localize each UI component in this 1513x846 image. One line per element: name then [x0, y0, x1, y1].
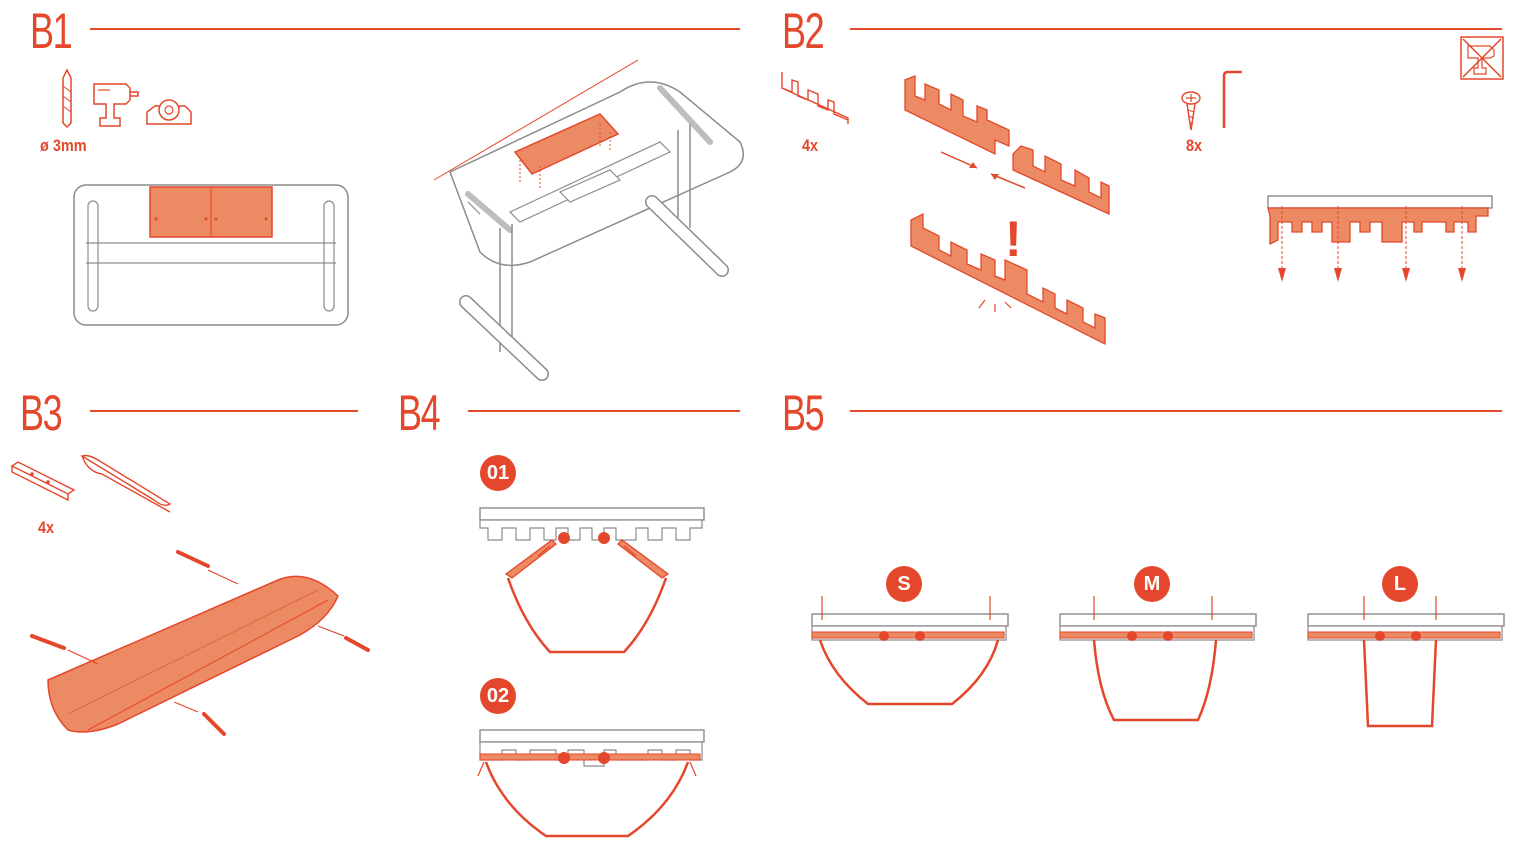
step-badge-01: 01 [480, 455, 516, 491]
clip-join-diagram [904, 75, 1110, 216]
bracket-quantity: 4x [38, 518, 55, 537]
tray-bracket-assembly-diagram [30, 550, 370, 736]
section-b1-title: B1 [30, 3, 73, 59]
clip-quantity: 4x [802, 136, 819, 155]
power-drill-icon [93, 83, 139, 127]
desk-top-view-diagram [73, 184, 349, 326]
size-badge-l: L [1382, 566, 1418, 602]
tape-dispenser-icon [146, 99, 192, 125]
size-badge-s: S [886, 566, 922, 602]
tray-placement-area-iso [513, 113, 620, 175]
clip-joined-diagram [910, 212, 1106, 346]
drill-bit-icon [62, 68, 72, 129]
desk-isometric-diagram [433, 59, 745, 381]
size-l-diagram [1307, 596, 1505, 728]
size-s-diagram [811, 596, 1009, 706]
section-b5-title: B5 [782, 385, 825, 441]
drill-size-label: ø 3mm [40, 136, 87, 155]
allen-key-icon [1222, 70, 1242, 128]
size-m-diagram [1059, 596, 1257, 722]
section-b3-rule [90, 410, 358, 412]
no-power-drill-icon [1460, 36, 1504, 80]
step-02-diagram [477, 729, 705, 838]
warning-exclamation: ! [1005, 211, 1022, 267]
section-b2-title: B2 [782, 3, 825, 59]
step-badge-02: 02 [480, 678, 516, 714]
step-01-diagram [479, 507, 705, 654]
tray-icon [80, 454, 172, 513]
cable-clip-icon [781, 72, 849, 124]
size-badge-m: M [1134, 566, 1170, 602]
section-b5-rule [850, 410, 1502, 412]
screw-quantity: 8x [1186, 136, 1203, 155]
section-b1-rule [90, 28, 740, 30]
section-b4-title: B4 [398, 385, 441, 441]
section-b3-title: B3 [20, 385, 63, 441]
screw-icon [1181, 91, 1201, 131]
bracket-icon [10, 461, 76, 502]
clip-mounting-diagram [1267, 195, 1493, 282]
section-b4-rule [468, 410, 740, 412]
section-b2-rule [850, 28, 1502, 30]
